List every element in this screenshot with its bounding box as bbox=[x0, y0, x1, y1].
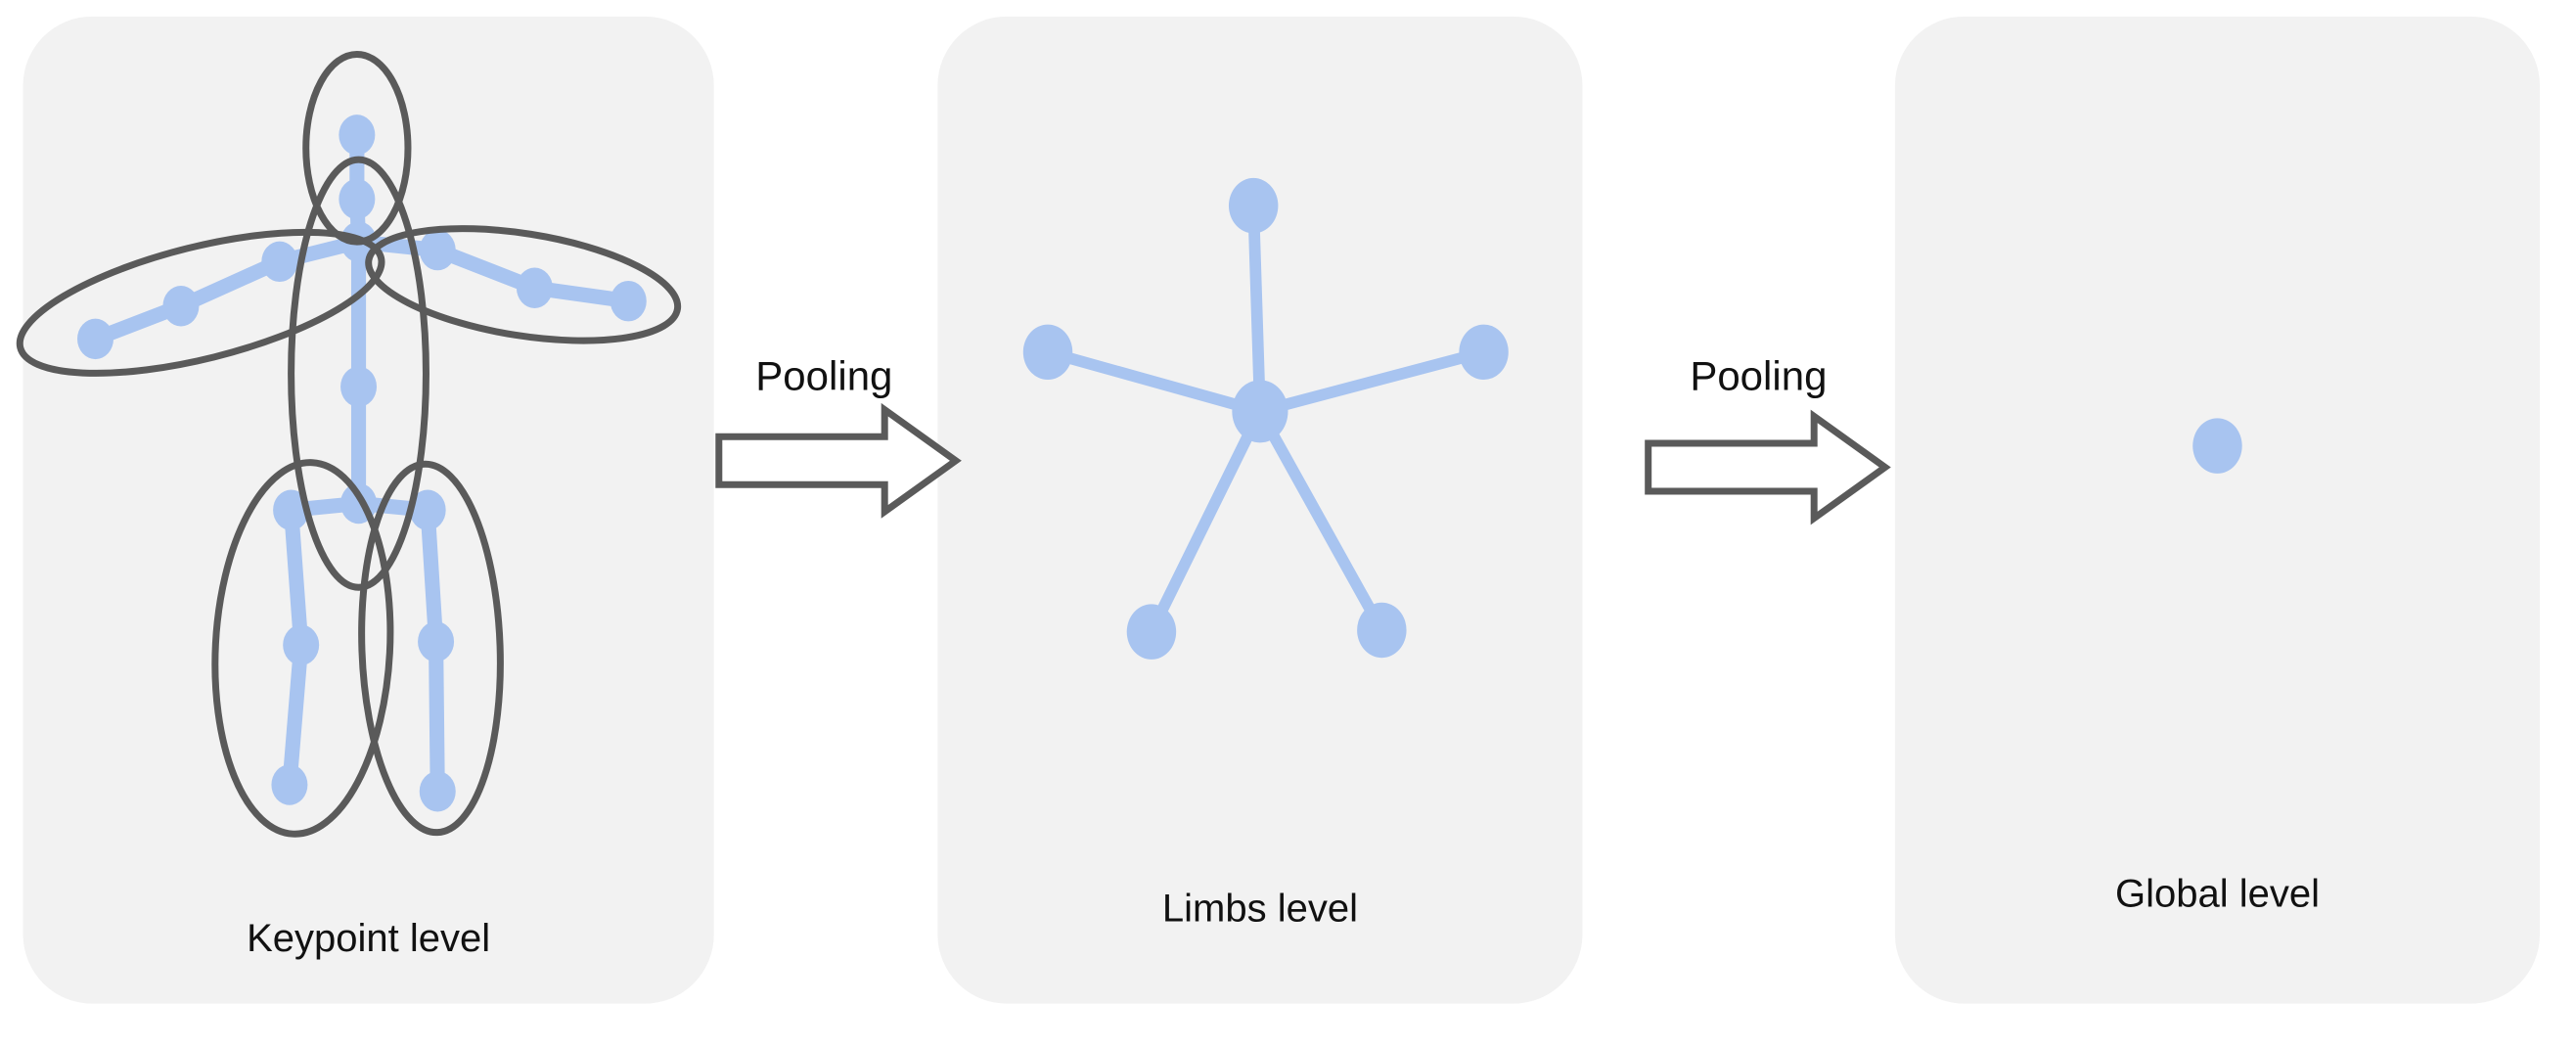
keypoint-level-graphic bbox=[16, 50, 682, 838]
limbs-node-left-arm bbox=[1022, 324, 1073, 381]
keypoint-edge-left-hip-left-knee bbox=[284, 502, 309, 653]
keypoint-node-left-shoulder bbox=[261, 241, 298, 283]
limbs-node-left-leg bbox=[1126, 604, 1177, 660]
arrow-1 bbox=[715, 402, 962, 519]
limbs-node-torso-hub bbox=[1232, 380, 1288, 443]
keypoint-node-left-elbow bbox=[162, 286, 200, 327]
limbs-edge-torso-hub-left-arm bbox=[1042, 345, 1266, 418]
panel-limbs bbox=[937, 16, 1583, 1004]
keypoint-edge-left-knee-left-ankle bbox=[282, 637, 309, 793]
keypoint-node-head-top bbox=[339, 114, 376, 156]
limbs-level-graphic bbox=[1022, 177, 1509, 660]
arrow-1-label: Pooling bbox=[755, 352, 892, 398]
keypoint-node-right-knee bbox=[418, 621, 455, 662]
keypoint-edge-right-hip-right-knee bbox=[420, 502, 444, 650]
labels-layer: Keypoint level Limbs level Global level Poo… bbox=[247, 352, 2320, 959]
limbs-edge-torso-hub-right-leg bbox=[1254, 405, 1388, 636]
keypoint-edge-right-knee-right-ankle bbox=[428, 634, 445, 799]
global-level-graphic bbox=[2192, 418, 2242, 474]
keypoint-group-left-leg-group bbox=[211, 459, 394, 838]
keypoint-node-left-knee bbox=[283, 624, 320, 665]
panel-label-keypoint: Keypoint level bbox=[247, 917, 490, 960]
keypoint-node-right-wrist bbox=[610, 280, 647, 322]
arrow-2 bbox=[1645, 409, 1891, 525]
limbs-edge-torso-hub-head-limb bbox=[1247, 200, 1266, 418]
panel-label-global: Global level bbox=[2115, 872, 2320, 915]
keypoint-node-right-hip bbox=[409, 489, 446, 530]
keypoint-node-right-shoulder bbox=[419, 229, 456, 271]
keypoint-group-right-leg-group bbox=[358, 460, 504, 837]
limbs-edge-torso-hub-left-leg bbox=[1146, 405, 1266, 638]
panel-label-limbs: Limbs level bbox=[1162, 888, 1358, 931]
limbs-node-right-arm bbox=[1459, 324, 1509, 381]
panel-global bbox=[1894, 16, 2541, 1004]
panels-layer bbox=[23, 16, 2541, 1004]
keypoint-node-left-ankle bbox=[271, 764, 308, 805]
limbs-node-right-leg bbox=[1357, 602, 1407, 659]
keypoint-group-torso-group bbox=[288, 156, 429, 591]
global-node-global-node bbox=[2192, 418, 2242, 474]
keypoint-node-right-elbow bbox=[516, 267, 553, 308]
keypoint-node-spine-mid bbox=[340, 366, 378, 407]
keypoint-node-neck bbox=[339, 178, 376, 220]
arrows-layer bbox=[715, 402, 1891, 525]
keypoint-node-right-ankle bbox=[419, 771, 456, 812]
keypoint-group-right-arm-group bbox=[365, 225, 682, 344]
arrow-2-label: Pooling bbox=[1690, 352, 1827, 398]
limbs-node-head-limb bbox=[1228, 177, 1279, 234]
keypoint-group-left-arm-group bbox=[16, 228, 385, 377]
keypoint-node-left-hip bbox=[273, 489, 310, 530]
limbs-edge-torso-hub-right-arm bbox=[1254, 345, 1490, 418]
keypoint-node-left-wrist bbox=[77, 318, 114, 360]
